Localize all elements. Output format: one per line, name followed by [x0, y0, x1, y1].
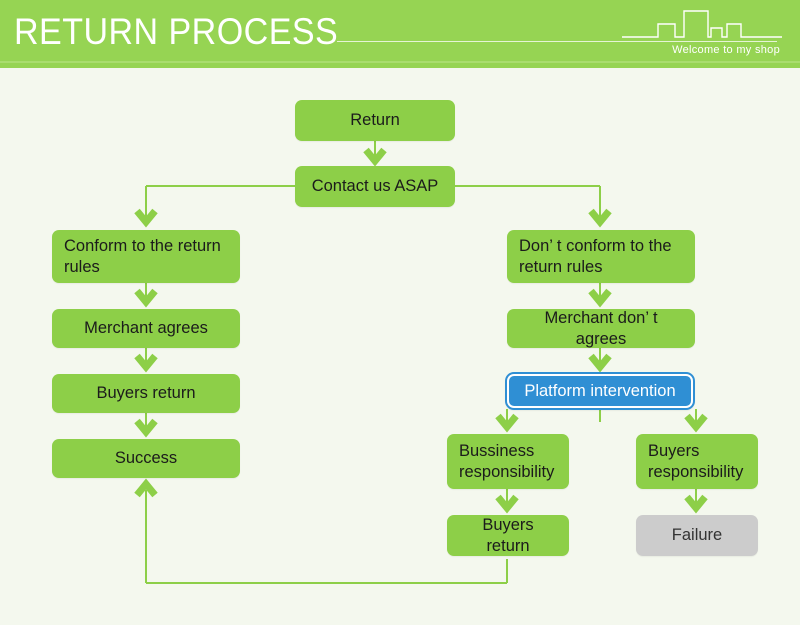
node-platform-intervention[interactable]: Platform intervention — [505, 372, 695, 410]
page-header: RETURN PROCESS Welcome to my shop — [0, 0, 800, 68]
header-stripe — [0, 61, 800, 63]
node-not-conform-to-return-rules[interactable]: Don’ t conform to the return rules — [507, 230, 695, 283]
platform-intervention-inner: Platform intervention — [507, 374, 693, 408]
node-bussiness-responsibility[interactable]: Bussiness responsibility — [447, 434, 569, 489]
node-failure[interactable]: Failure — [636, 515, 758, 556]
node-merchant-agrees[interactable]: Merchant agrees — [52, 309, 240, 348]
node-contact-us-asap[interactable]: Contact us ASAP — [295, 166, 455, 207]
header-divider-line — [337, 41, 777, 42]
node-return[interactable]: Return — [295, 100, 455, 141]
node-merchant-dont-agrees[interactable]: Merchant don’ t agrees — [507, 309, 695, 348]
node-success[interactable]: Success — [52, 439, 240, 478]
header-tagline: Welcome to my shop — [672, 44, 780, 56]
city-skyline-icon — [622, 10, 782, 38]
node-buyers-return-right[interactable]: Buyers return — [447, 515, 569, 556]
node-buyers-return-left[interactable]: Buyers return — [52, 374, 240, 413]
page-title: RETURN PROCESS — [14, 11, 339, 52]
node-buyers-responsibility[interactable]: Buyers responsibility — [636, 434, 758, 489]
node-conform-to-return-rules[interactable]: Conform to the return rules — [52, 230, 240, 283]
